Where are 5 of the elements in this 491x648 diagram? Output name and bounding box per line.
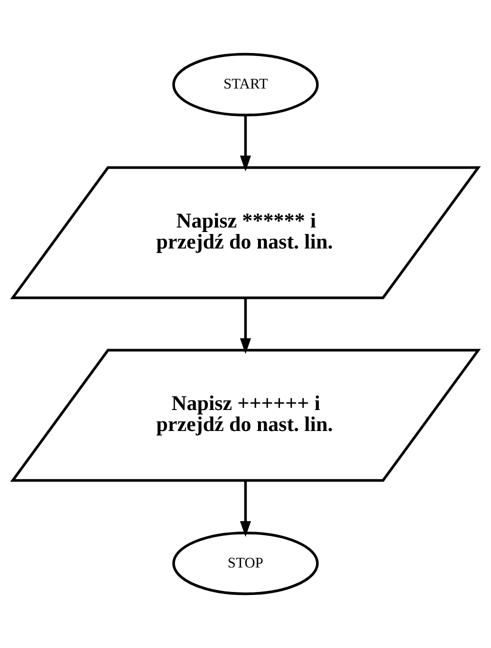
arrow (240, 480, 252, 537)
arrow (240, 298, 252, 354)
node-ellipse: START (172, 52, 319, 116)
arrow (240, 115, 252, 172)
node-ellipse: STOP (172, 532, 319, 596)
